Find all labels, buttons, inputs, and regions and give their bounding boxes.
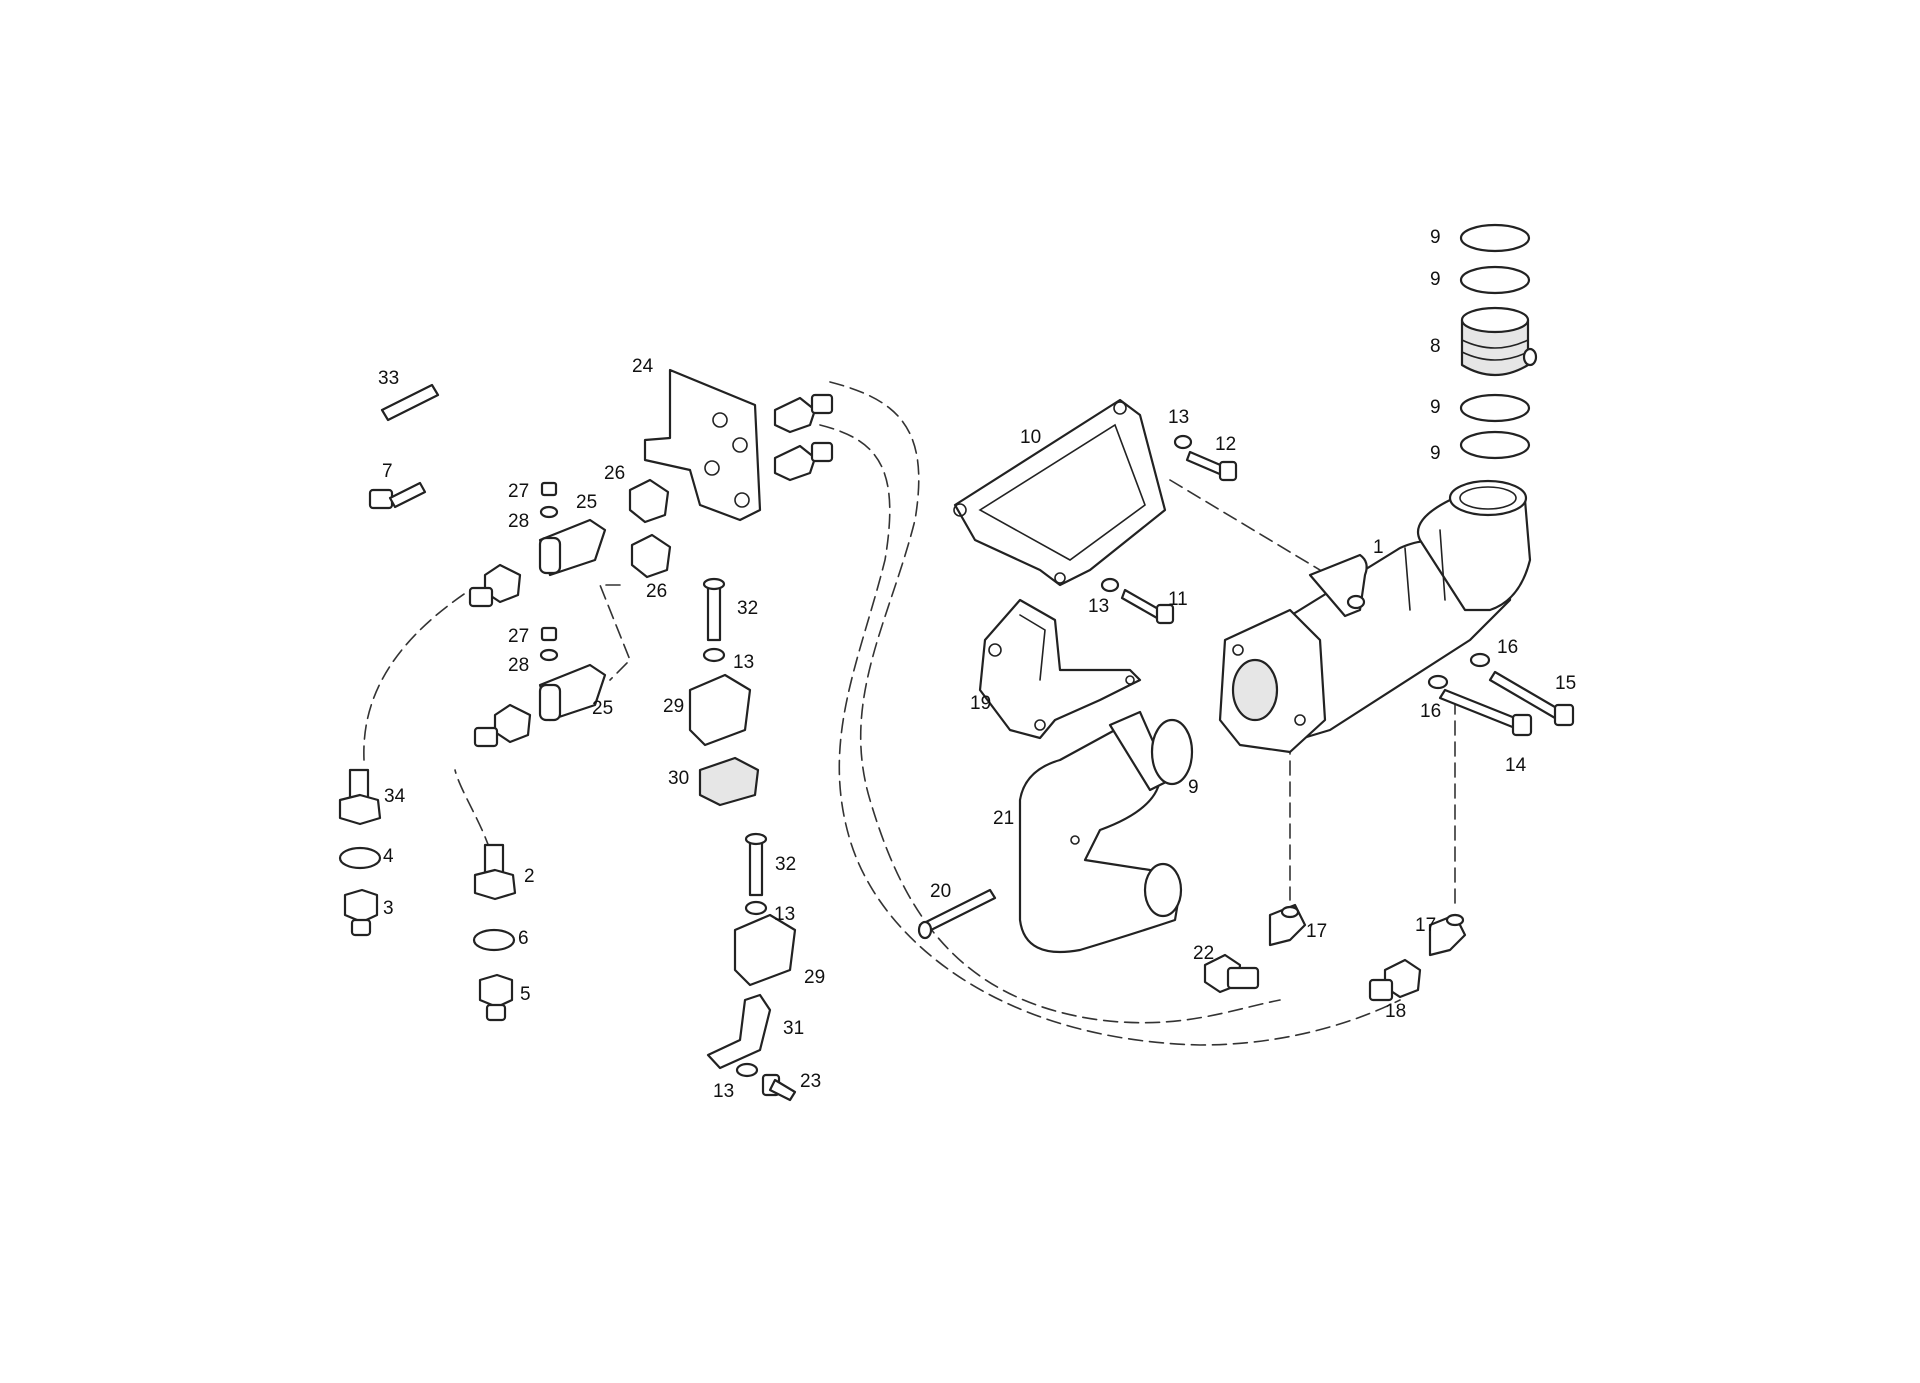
small-parts-left <box>368 383 672 748</box>
callout-24: 24 <box>632 356 654 377</box>
callout-8: 8 <box>1430 336 1441 357</box>
callout-33: 33 <box>378 368 399 389</box>
callout-32a: 32 <box>737 598 758 619</box>
o-rings-and-sleeve <box>1459 223 1538 460</box>
callout-28a: 28 <box>508 511 529 532</box>
callout-13d: 13 <box>774 904 795 925</box>
callout-20: 20 <box>930 881 951 902</box>
callout-25a: 25 <box>576 492 597 513</box>
callout-13b: 13 <box>1088 596 1109 617</box>
callout-9e: 9 <box>1188 777 1199 798</box>
callout-29b: 29 <box>804 967 825 988</box>
callout-19: 19 <box>970 693 991 714</box>
callout-16b: 16 <box>1420 701 1441 722</box>
callout-4: 4 <box>383 846 394 867</box>
callout-27a: 27 <box>508 481 529 502</box>
callout-15: 15 <box>1555 673 1576 694</box>
callout-14: 14 <box>1505 755 1527 776</box>
callout-13e: 13 <box>713 1081 734 1102</box>
callout-9b: 9 <box>1430 269 1441 290</box>
fittings-bottom-right <box>1203 903 1467 1002</box>
callout-16a: 16 <box>1497 637 1518 658</box>
mounting-plate <box>643 368 762 522</box>
callout-29a: 29 <box>663 696 684 717</box>
callout-13a: 13 <box>1168 407 1189 428</box>
bracket <box>978 598 1142 740</box>
callout-9a: 9 <box>1430 227 1441 248</box>
callout-5: 5 <box>520 984 531 1005</box>
fittings-bottom-left <box>338 768 517 1022</box>
callout-30: 30 <box>668 768 689 789</box>
clamp-assemblies <box>688 577 797 1102</box>
callout-9d: 9 <box>1430 443 1441 464</box>
callout-21: 21 <box>993 808 1014 829</box>
callout-11: 11 <box>1168 589 1188 610</box>
bolts-hardware <box>917 434 1575 940</box>
callout-2: 2 <box>524 866 535 887</box>
callout-3: 3 <box>383 898 394 919</box>
callout-17a: 17 <box>1306 921 1327 942</box>
callout-9c: 9 <box>1430 397 1441 418</box>
callout-23: 23 <box>800 1071 821 1092</box>
callout-22: 22 <box>1193 943 1214 964</box>
callout-17b: 17 <box>1415 915 1436 936</box>
flange-plate <box>953 398 1167 587</box>
callout-6: 6 <box>518 928 529 949</box>
callout-12: 12 <box>1215 434 1236 455</box>
callout-26b: 26 <box>646 581 667 602</box>
callout-34: 34 <box>384 786 406 807</box>
callout-26a: 26 <box>604 463 625 484</box>
callout-27b: 27 <box>508 626 529 647</box>
callout-13c: 13 <box>733 652 754 673</box>
callout-7: 7 <box>382 461 393 482</box>
callout-10: 10 <box>1020 427 1041 448</box>
callout-31: 31 <box>783 1018 804 1039</box>
callout-28b: 28 <box>508 655 529 676</box>
pipe-fittings-top <box>773 393 834 482</box>
callout-25b: 25 <box>592 698 613 719</box>
callout-labels: 1 2 3 4 5 6 7 8 9 9 9 9 9 10 11 12 13 13… <box>378 227 1576 1102</box>
egr-cooler-body <box>1218 479 1532 754</box>
callout-18: 18 <box>1385 1001 1406 1022</box>
callout-32b: 32 <box>775 854 796 875</box>
callout-1: 1 <box>1373 537 1384 558</box>
